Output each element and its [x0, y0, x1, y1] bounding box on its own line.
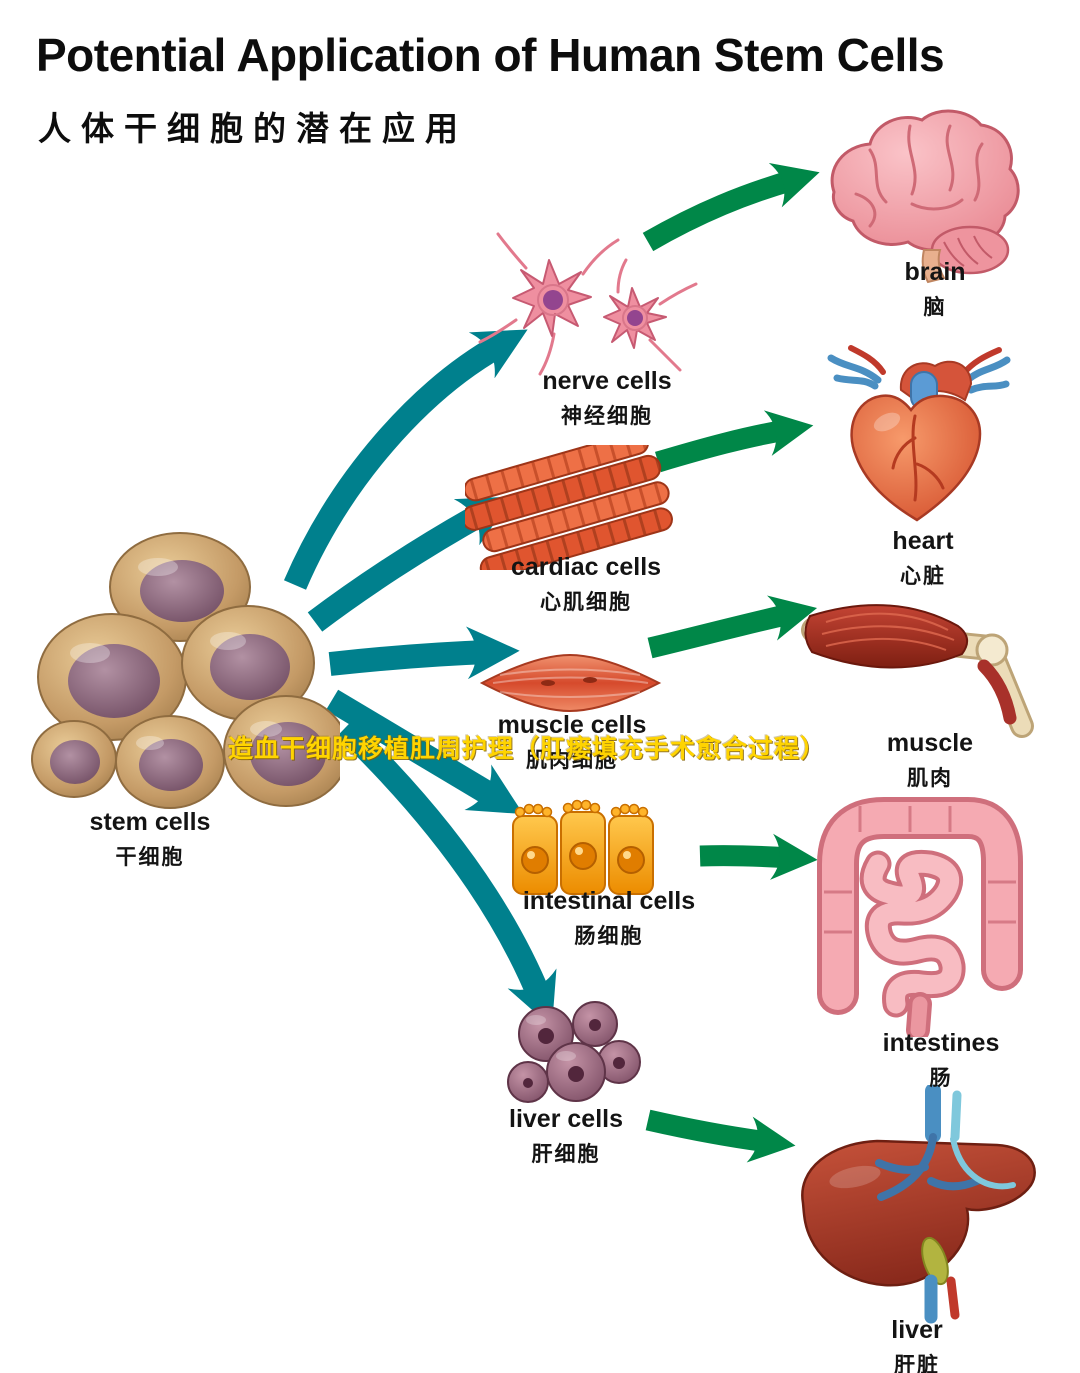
brain-image [830, 109, 1020, 284]
page-subtitle-zh: 人体干细胞的潜在应用 [38, 110, 468, 147]
page-title: Potential Application of Human Stem Cell… [36, 29, 945, 81]
intestinal-cells-label: intestinal cells 肠细胞 [523, 887, 695, 950]
liver-cells-label-en: liver cells [509, 1105, 623, 1133]
heart-label-en: heart [892, 527, 954, 555]
stem-cells-image [31, 532, 340, 809]
stem-cells-label-en: stem cells [89, 808, 211, 836]
arrow-stem-to-nerve-cells [283, 329, 528, 590]
muscle-cells-label: muscle cells 肌肉细胞 [498, 711, 647, 774]
watermark-text: 造血干细胞移植肛周护理（肛瘘填充手术愈合过程） [228, 735, 827, 763]
arrow-cardiac-to-heart [655, 410, 814, 473]
cardiac-cells-label-zh: 心肌细胞 [540, 591, 632, 614]
liver-illustration [785, 1085, 1050, 1325]
arrow-intestinal-to-intestines [699, 833, 818, 880]
liver-label-zh: 肝脏 [894, 1354, 940, 1373]
muscle-cells-illustration [478, 648, 663, 718]
heart-label: heart 心脏 [892, 527, 953, 590]
brain-label: brain 脑 [904, 258, 965, 321]
intestinal-cells-illustration [505, 788, 660, 903]
liver-image [801, 1085, 1036, 1324]
nerve-cells-illustration [468, 222, 708, 392]
arrow-stem-to-liver-cells [336, 719, 557, 1028]
liver-label: liver 肝脏 [891, 1316, 942, 1373]
nerve-cells-image [478, 232, 698, 376]
intestines-illustration [800, 772, 1040, 1037]
brain-label-zh: 脑 [923, 296, 947, 319]
muscle-cells-image [479, 653, 662, 713]
muscle-arm-illustration [798, 578, 1036, 738]
nerve-cells-label: nerve cells 神经细胞 [542, 367, 671, 430]
heart-label-zh: 心脏 [899, 565, 946, 588]
brain-label-en: brain [904, 258, 966, 286]
liver-cells-image [507, 1001, 641, 1103]
muscle-label-en: muscle [886, 729, 974, 757]
liver-cells-label: liver cells 肝细胞 [509, 1105, 623, 1168]
muscle-label: muscle 肌肉 [887, 729, 973, 792]
arrow-stem-to-muscle-cells [328, 626, 520, 680]
intestinal-cells-label-zh: 肠细胞 [574, 925, 644, 948]
cardiac-cells-illustration [465, 445, 675, 570]
brain-illustration [812, 100, 1027, 285]
cardiac-cells-label-en: cardiac cells [510, 553, 662, 581]
heart-illustration [823, 338, 1013, 538]
liver-cells-label-zh: 肝细胞 [531, 1143, 601, 1166]
intestinal-cells-image [512, 799, 654, 895]
arrow-stem-to-cardiac-cells [307, 496, 513, 632]
nerve-cells-label-en: nerve cells [542, 367, 672, 395]
stem-cells-label: stem cells 干细胞 [90, 808, 211, 871]
arrow-stem-to-intestinal-cells [325, 689, 524, 815]
arrow-muscle-to-muscle [647, 595, 818, 659]
heart-image [827, 345, 1011, 522]
muscle-label-zh: 肌肉 [906, 767, 953, 790]
arrow-nerve-to-brain [642, 163, 820, 252]
stem-cells-illustration [30, 515, 340, 815]
intestines-label: intestines 肠 [883, 1029, 1000, 1092]
cardiac-cells-image [465, 445, 673, 570]
intestinal-cells-label-en: intestinal cells [522, 887, 696, 915]
arrow-liver-cells-to-liver [645, 1109, 796, 1163]
muscle-cells-label-zh: 肌肉细胞 [526, 749, 618, 772]
liver-label-en: liver [891, 1316, 943, 1344]
muscle-cells-label-en: muscle cells [497, 711, 647, 739]
intestines-image [817, 797, 1023, 1037]
intestines-label-zh: 肠 [929, 1067, 953, 1090]
intestines-label-en: intestines [882, 1029, 1000, 1057]
cardiac-cells-label: cardiac cells 心肌细胞 [511, 553, 661, 616]
nerve-cells-label-zh: 神经细胞 [560, 405, 653, 428]
liver-cells-illustration [498, 992, 648, 1112]
muscle-arm-image [801, 604, 1034, 738]
stem-cells-label-zh: 干细胞 [115, 846, 185, 869]
